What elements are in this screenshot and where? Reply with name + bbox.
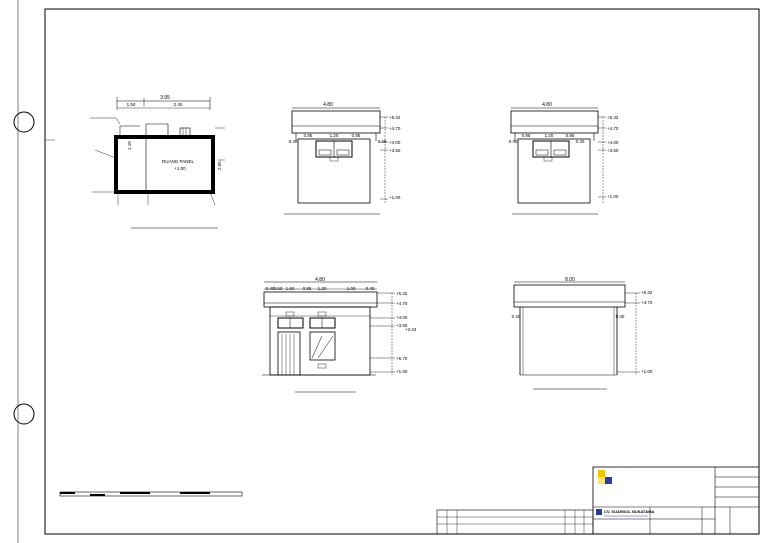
elev3-seg-0: 0.40: [266, 286, 275, 291]
elev3-lvl-roof: +4.70: [396, 301, 408, 306]
elev3-lvl-win-top: +4.00: [396, 315, 408, 320]
elev2-lvl-win-bot: +3.50: [607, 148, 619, 153]
plan-room-level: +1.00: [174, 166, 186, 171]
title-block: CV. SUARSOL NUSATAMA: [436, 466, 760, 535]
elev3-seg-2: 1.50: [286, 286, 295, 291]
sheet-border: [44, 8, 760, 535]
elev3-door: [277, 331, 301, 376]
binder-hole-top: [13, 111, 35, 133]
elev2-seg3: 0.85: [566, 133, 575, 138]
plan-room-name: RUANG PANEL: [162, 159, 194, 164]
elev2-right-dim: 0.40: [576, 139, 585, 144]
elev2-lvl-floor: +1.00: [607, 194, 619, 199]
plan-wall: [114, 135, 215, 194]
elev3-lvl-win-bot: +3.50: [396, 323, 408, 328]
logo-yellow-square: [598, 470, 605, 477]
back-elevation: 8.00 0.40 0.40 +5.32 +4.70 +1.00: [512, 277, 653, 390]
elev2-left-dim: 0.40: [509, 139, 518, 144]
elev1-lvl-win-top: +4.00: [389, 140, 401, 145]
elev1-left-dim: 0.40: [289, 139, 298, 144]
elev1-lvl-top: +5.32: [389, 115, 401, 120]
floor-plan: 3.95 1.50 2.40 1.10 2.05 RUANG PANEL +1.…: [45, 95, 225, 229]
elev3-seg-1: 0.50: [274, 286, 283, 291]
plan-overall-dim: 3.95: [160, 95, 170, 101]
elev4-width: 8.00: [565, 277, 575, 283]
elev3-width: 4.80: [315, 277, 325, 283]
elev1-seg3: 0.85: [352, 133, 361, 138]
elev3-seg-5: 1.00: [347, 286, 356, 291]
elev1-right-dim: 0.40: [378, 139, 387, 144]
elev3-seg-3: 0.85: [303, 286, 312, 291]
plan-dim-b: 2.40: [174, 102, 183, 107]
logo-blue-square: [605, 477, 612, 484]
elev4-lvl-top: +5.32: [641, 290, 653, 295]
elev3-seg-4: 1.20: [318, 286, 327, 291]
elev2-lvl-roof: +4.70: [607, 126, 619, 131]
company-name: CV. SUARSOL NUSATAMA: [604, 509, 654, 514]
front-elevation-2: 4.80 0.85 1.20 0.85 0.40 0.40 +5.32 +4.7…: [509, 102, 619, 215]
plan-dim-right: 2.05: [217, 161, 222, 170]
elev1-lvl-roof: +4.70: [389, 126, 401, 131]
elev1-seg1: 0.85: [304, 133, 313, 138]
binder-hole-bottom: [13, 403, 35, 425]
plan-dim-left: 1.10: [127, 141, 132, 150]
elev2-seg1: 0.85: [522, 133, 531, 138]
elev1-width: 4.80: [323, 102, 333, 108]
elev2-seg2: 1.20: [545, 133, 554, 138]
elev2-width: 4.80: [542, 102, 552, 108]
elev2-lvl-top: +5.32: [607, 115, 619, 120]
elev2-lvl-win-top: +4.00: [607, 140, 619, 145]
front-elevation-1: 4.80 0.85 1.20 0.85 0.40 0.40 +5.32 +4.7…: [284, 102, 401, 215]
elev4-lvl-roof: +4.70: [641, 300, 653, 305]
side-elevation: 4.80 0.40 0.50 1.50 0.85 1.20 1.00 0.40: [262, 277, 417, 393]
scale-bar: [59, 491, 243, 497]
elev3-lvl-floor: +1.00: [396, 369, 408, 374]
elev3-lvl-top: +5.32: [396, 291, 408, 296]
elev3-lvl-door: +5.70: [396, 356, 408, 361]
elev4-left-dim: 0.40: [512, 314, 521, 319]
plan-dim-a: 1.50: [127, 102, 136, 107]
elev3-seg-6: 0.40: [366, 286, 375, 291]
elev4-lvl-floor: +1.00: [641, 369, 653, 374]
elev4-right-dim: 0.40: [616, 314, 625, 319]
elev3-lvl-extra: +3.34: [405, 327, 417, 332]
elev1-seg2: 1.20: [330, 133, 339, 138]
elev1-lvl-floor: +1.00: [389, 195, 401, 200]
elev1-lvl-win-bot: +3.50: [389, 148, 401, 153]
